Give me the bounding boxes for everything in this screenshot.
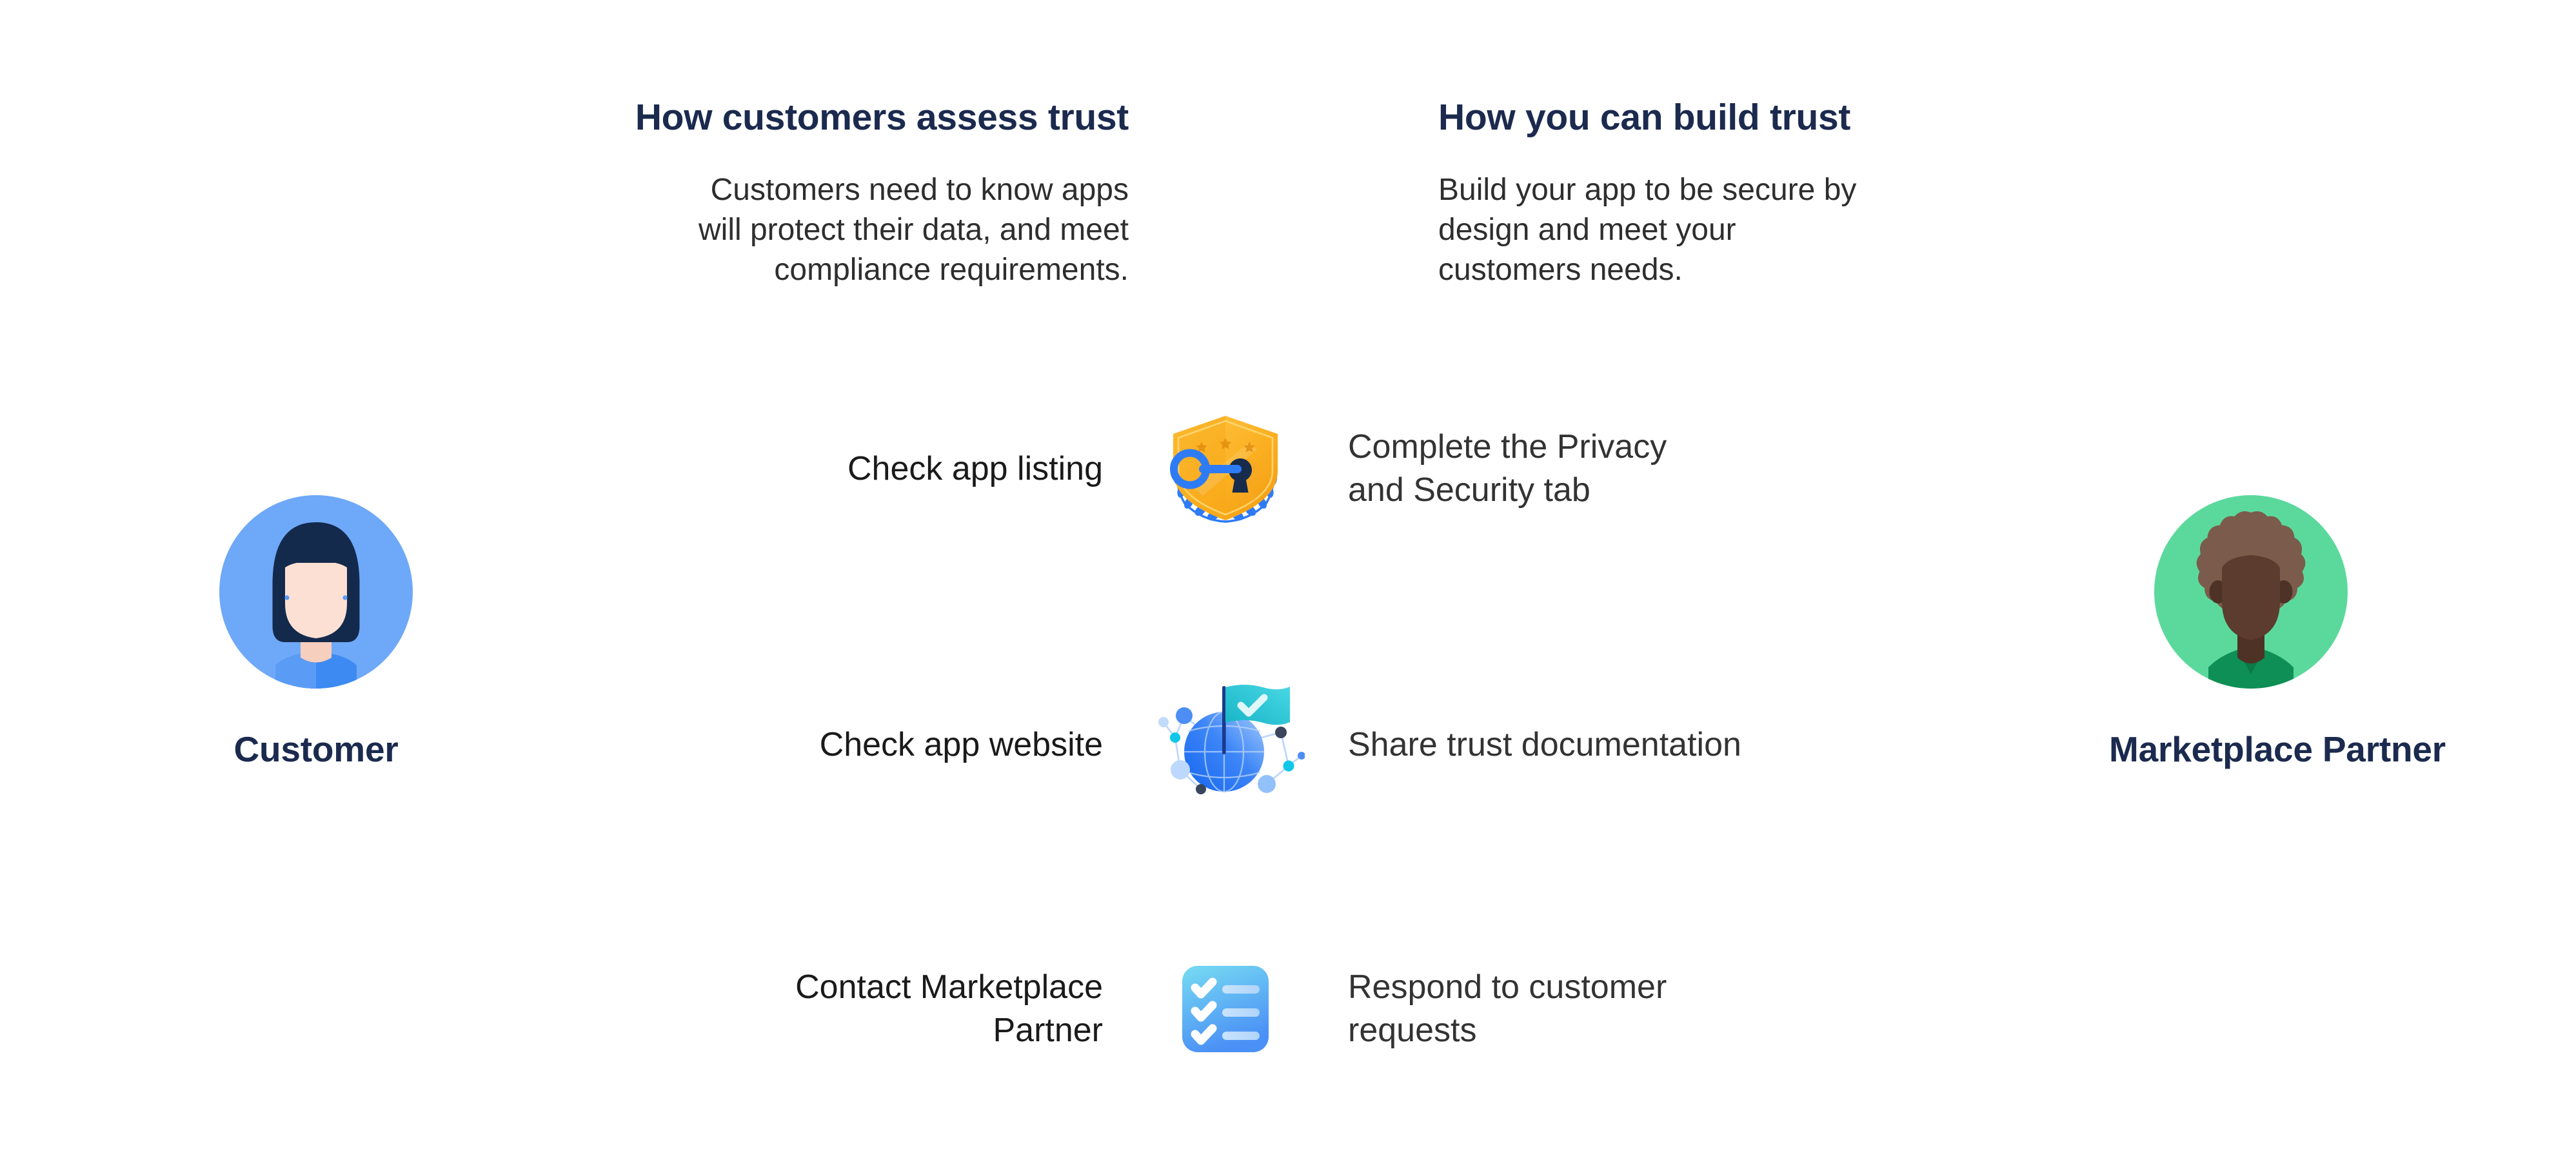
row-contact-marketplace-partner: Contact Marketplace Partner <box>645 935 1974 1083</box>
row-1-left-text: Check app listing <box>645 447 1142 491</box>
row-2-right-line-1: Share trust documentation <box>1348 725 1741 763</box>
row-1-icon-wrap <box>1142 409 1309 529</box>
row-3-icon-wrap <box>1142 961 1309 1057</box>
shield-key-laurel-icon <box>1170 415 1278 523</box>
left-desc-line-2: will protect their data, and meet <box>698 212 1129 247</box>
row-3-right-line-1: Respond to customer <box>1348 968 1667 1006</box>
right-desc-line-3: customers needs. <box>1438 253 1683 288</box>
flag-check-icon <box>1237 694 1267 716</box>
left-column-description: Customers need to know apps will protect… <box>555 170 1129 291</box>
right-desc-line-2: design and meet your <box>1438 212 1736 247</box>
checklist-icon <box>1182 966 1269 1052</box>
row-check-app-website: Check app website <box>645 671 1974 819</box>
left-desc-line-3: compliance requirements. <box>774 253 1129 288</box>
globe-flag-network-icon <box>1158 684 1305 794</box>
persona-customer: Customer <box>174 495 458 770</box>
row-3-left-line-2: Partner <box>993 1012 1103 1049</box>
row-3-left-text: Contact Marketplace Partner <box>645 966 1142 1052</box>
row-3-left-line-1: Contact Marketplace <box>795 968 1103 1006</box>
row-2-left-text: Check app website <box>645 723 1142 767</box>
shield-stars-icon <box>1196 437 1255 452</box>
row-2-left-line-1: Check app website <box>819 725 1103 763</box>
right-desc-line-1: Build your app to be secure by <box>1438 172 1857 207</box>
key-icon <box>1170 449 1242 489</box>
row-2-icon-wrap <box>1142 676 1309 814</box>
row-check-app-listing: Check app listing <box>645 395 1974 543</box>
row-1-right-line-2: and Security tab <box>1348 471 1590 509</box>
row-3-right-text: Respond to customer requests <box>1309 966 1974 1052</box>
row-1-right-line-1: Complete the Privacy <box>1348 428 1667 466</box>
left-column-header: How customers assess trust Customers nee… <box>555 97 1129 291</box>
network-nodes <box>1158 707 1305 794</box>
row-1-left-line-1: Check app listing <box>847 449 1103 487</box>
left-column-title: How customers assess trust <box>635 97 1129 138</box>
marketplace-partner-avatar-icon <box>2154 495 2348 689</box>
marketplace-partner-label: Marketplace Partner <box>2109 729 2446 769</box>
left-desc-line-1: Customers need to know apps <box>710 172 1129 207</box>
checklist-bars <box>1222 985 1260 1040</box>
right-column-description: Build your app to be secure by design an… <box>1438 170 1916 291</box>
right-column-title: How you can build trust <box>1438 97 1851 138</box>
row-2-right-text: Share trust documentation <box>1309 723 1974 767</box>
persona-marketplace-partner: Marketplace Partner <box>2109 495 2446 770</box>
flag-pole <box>1222 685 1226 754</box>
checklist-check-icons <box>1191 977 1217 1045</box>
row-1-right-text: Complete the Privacy and Security tab <box>1309 426 1974 511</box>
customer-avatar-icon <box>219 495 413 689</box>
row-3-right-line-2: requests <box>1348 1012 1477 1049</box>
right-column-header: How you can build trust Build your app t… <box>1438 97 1916 291</box>
customer-label: Customer <box>233 729 399 769</box>
